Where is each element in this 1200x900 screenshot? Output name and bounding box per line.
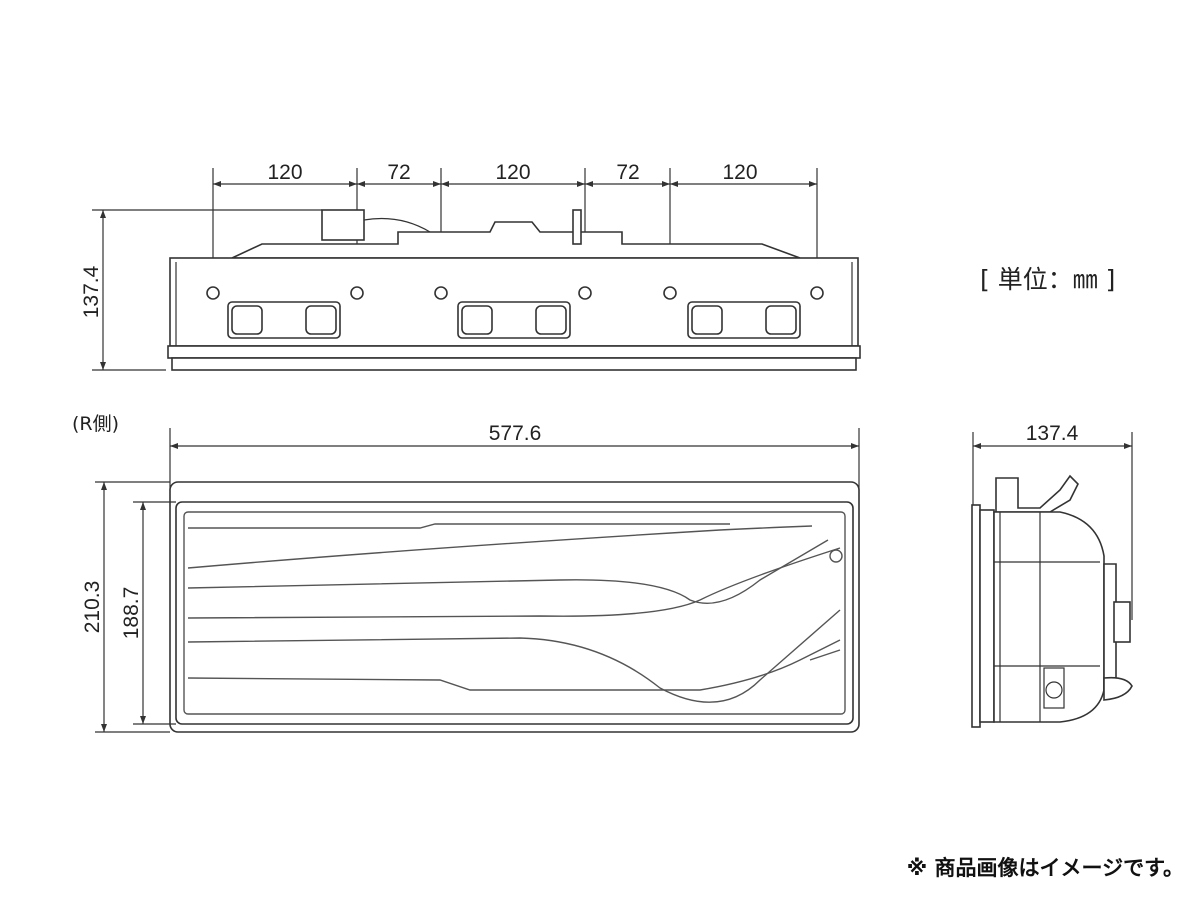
depth-dim: 137.4 bbox=[1026, 422, 1079, 445]
top-view: 120 72 120 72 120 bbox=[80, 161, 861, 371]
top-dim-2: 72 bbox=[387, 161, 410, 184]
top-dim-4: 72 bbox=[616, 161, 639, 184]
width-dim: 577.6 bbox=[489, 422, 542, 445]
top-dim-3: 120 bbox=[495, 161, 530, 184]
unit-label: [ 単位：㎜ ] bbox=[980, 265, 1115, 294]
side-view: 137.4 bbox=[971, 422, 1133, 728]
image-note: ※ 商品画像はイメージです。 bbox=[907, 856, 1184, 880]
inner-height-dim: 188.7 bbox=[120, 587, 143, 640]
outer-height-dim: 210.3 bbox=[81, 581, 104, 634]
side-label: (R側) bbox=[72, 413, 119, 435]
top-dim-1: 120 bbox=[267, 161, 302, 184]
top-dim-5: 120 bbox=[722, 161, 757, 184]
front-view: (R側) 577.6 bbox=[72, 413, 860, 733]
top-height-dim: 137.4 bbox=[80, 265, 103, 318]
